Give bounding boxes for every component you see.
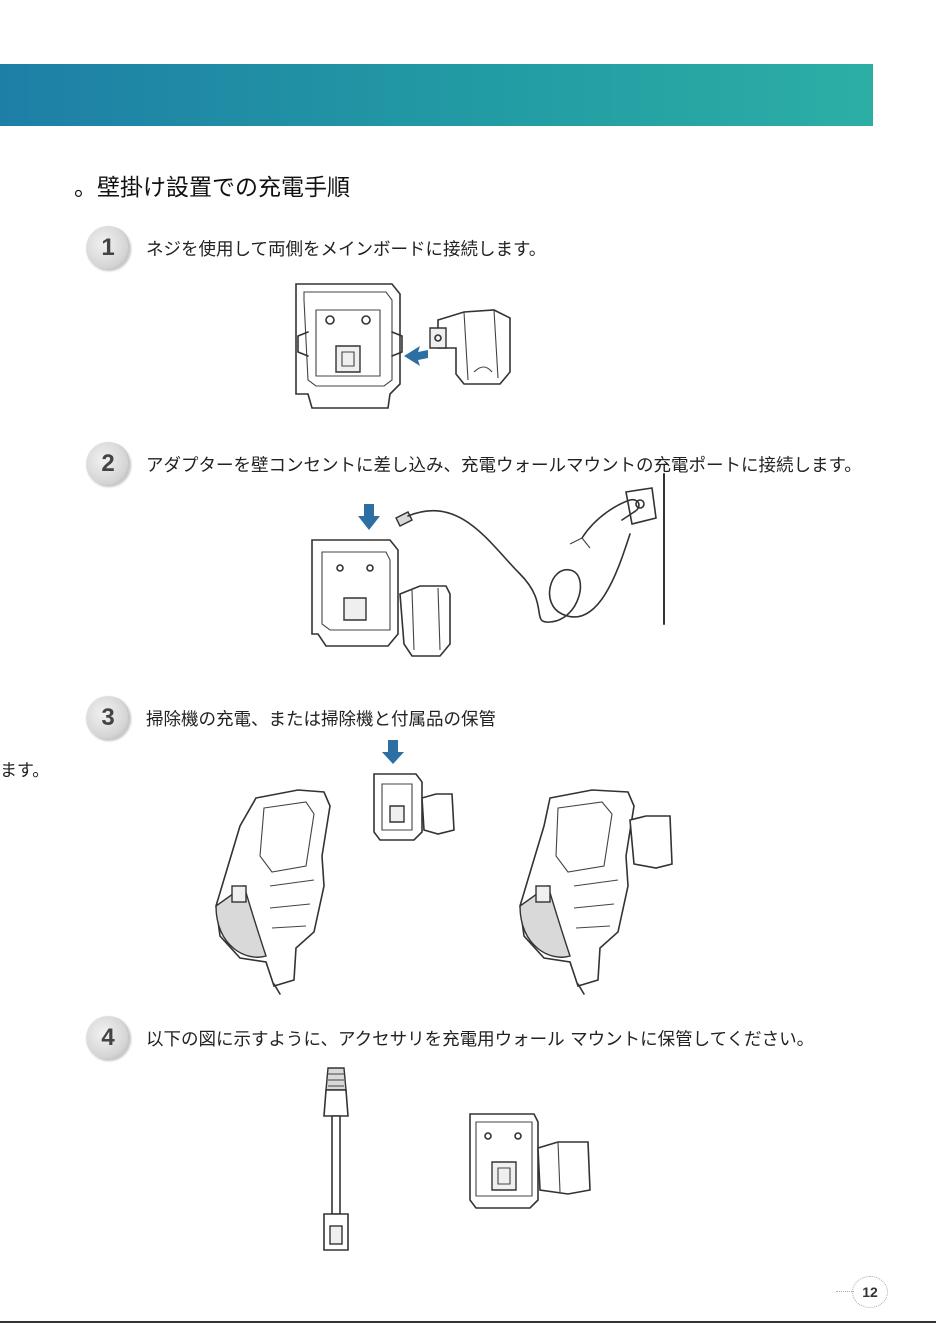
- adapter-connection-illustration: [300, 474, 680, 664]
- step-instruction: ネジを使用して両側をメインボードに接続します。: [146, 236, 546, 261]
- accessory-storage-illustration: [310, 1064, 600, 1264]
- vacuum-docking-illustration: [210, 736, 680, 996]
- step-number-badge: 4: [86, 1016, 130, 1060]
- down-arrow-icon: [358, 504, 380, 530]
- mount-plate-assembly-illustration: [288, 276, 518, 426]
- step-instruction: 掃除機の充電、または掃除機と付属品の保管: [146, 706, 496, 731]
- section-title: 。壁掛け設置での充電手順: [74, 168, 350, 202]
- step-instruction: 以下の図に示すように、アクセサリを充電用ウォール マウントに保管してください。: [146, 1026, 814, 1051]
- bottom-divider: [0, 1321, 936, 1323]
- step-number-badge: 3: [86, 696, 130, 740]
- cut-off-text-fragment: ます。: [0, 756, 49, 781]
- down-arrow-icon: [382, 740, 404, 764]
- step-number-badge: 2: [86, 442, 130, 486]
- header-banner: [0, 64, 873, 126]
- page-number: 12: [852, 1276, 888, 1308]
- step-number-badge: 1: [86, 226, 130, 270]
